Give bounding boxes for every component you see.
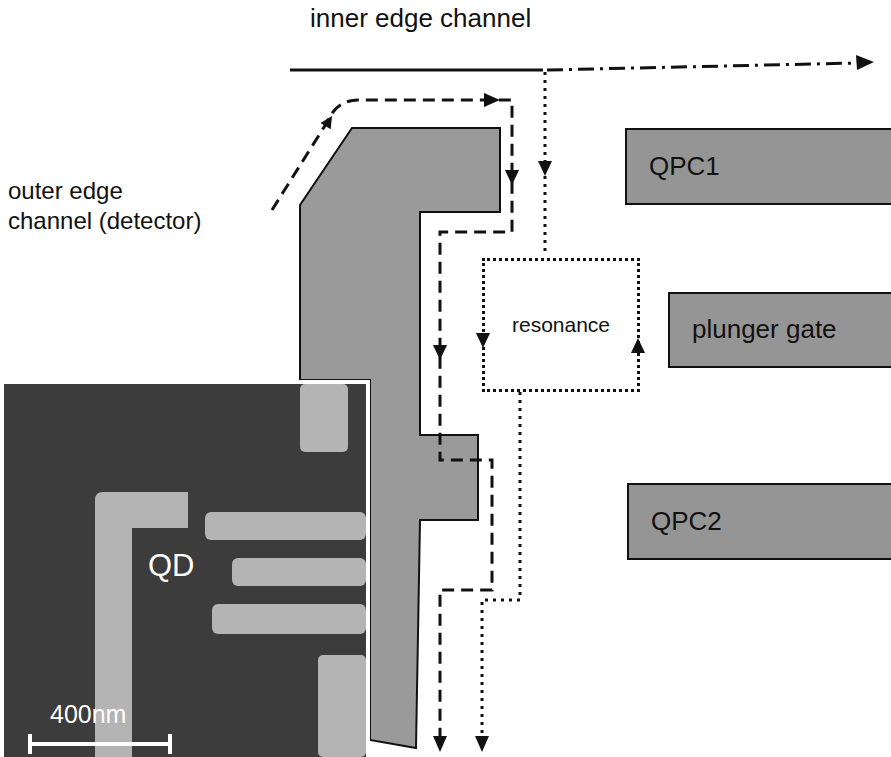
inset-ground [4, 384, 366, 757]
arrow-head [433, 736, 447, 752]
sem-inset: QD 400nm [0, 380, 370, 757]
arrow-head [484, 93, 500, 107]
inset-frame [0, 380, 370, 757]
sem-gate [300, 384, 348, 452]
qpc-gate: QPC2 [627, 483, 891, 560]
arrow-head [505, 170, 519, 185]
inner-channel-line [290, 69, 543, 72]
sem-gate [318, 655, 366, 757]
channel-label: outer edge channel (detector) [8, 176, 208, 236]
resonance-loop: resonance [482, 258, 640, 392]
arrow-head [433, 345, 447, 360]
sem-inset [0, 380, 370, 757]
arrow-head [321, 116, 333, 129]
sem-gate [232, 558, 366, 586]
sem-gate [212, 604, 366, 634]
gate-label: QPC1 [649, 152, 720, 182]
arrow-head [538, 161, 552, 176]
scale-bar [28, 734, 32, 754]
transmitted-channel-line [547, 63, 858, 70]
scale-bar [168, 734, 172, 754]
channel-label: inner edge channel [310, 2, 531, 35]
arrow-head [856, 55, 874, 70]
dot-label: QD [148, 548, 195, 584]
scale-label: 400nm [50, 700, 126, 729]
plunger-gate: plunger gate [668, 292, 891, 368]
gate-label: resonance [512, 313, 610, 337]
scale-bar [28, 742, 172, 746]
gate-label: QPC2 [651, 507, 722, 537]
sem-gate [205, 512, 366, 540]
arrow-head [475, 736, 489, 752]
qpc-gate: QPC1 [625, 128, 891, 205]
gate-label: plunger gate [692, 315, 837, 345]
reflected-channel-line [482, 392, 520, 738]
